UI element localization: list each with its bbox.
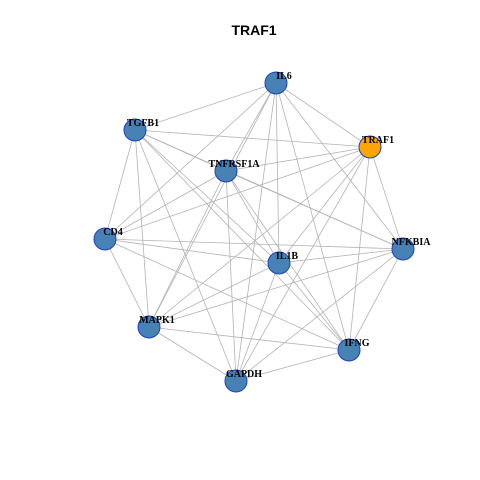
edge-nfkbia-gapdh <box>235 248 404 382</box>
edge-cd4-il1b <box>104 238 280 264</box>
edge-ifng-gapdh <box>235 349 350 382</box>
edge-mapk1-ifng <box>148 326 350 351</box>
edge-traf1-gapdh <box>235 146 371 382</box>
edge-nfkbia-il1b <box>278 248 404 264</box>
edge-tgfb1-mapk1 <box>134 129 150 328</box>
edge-il6-tnfrsf1a <box>225 82 277 172</box>
edge-tgfb1-cd4 <box>104 129 136 240</box>
edge-tgfb1-gapdh <box>134 129 237 382</box>
node-traf1 <box>358 135 382 159</box>
node-label-traf1: TRAF1 <box>362 135 394 146</box>
edge-il6-tgfb1 <box>134 82 277 131</box>
edge-traf1-il1b <box>278 146 371 264</box>
node-gapdh <box>224 369 248 393</box>
node-nfkbia <box>391 237 415 261</box>
edge-traf1-tnfrsf1a <box>225 146 371 172</box>
node-il6 <box>264 71 288 95</box>
edge-tnfrsf1a-cd4 <box>104 170 227 240</box>
edge-il6-mapk1 <box>148 82 277 328</box>
edge-tnfrsf1a-il1b <box>225 170 280 264</box>
node-label-ifng: IFNG <box>345 338 370 349</box>
diagram-title: TRAF1 <box>231 22 276 38</box>
node-label-nfkbia: NFKBIA <box>392 237 432 248</box>
edge-il6-il1b <box>275 82 280 264</box>
edge-tgfb1-traf1 <box>134 129 371 148</box>
edge-traf1-ifng <box>348 146 371 351</box>
edge-il1b-mapk1 <box>148 262 280 328</box>
edge-tnfrsf1a-nfkbia <box>225 170 404 250</box>
edge-il1b-ifng <box>278 262 350 351</box>
edge-il6-cd4 <box>104 82 277 240</box>
node-tgfb1 <box>123 118 147 142</box>
edge-traf1-nfkbia <box>369 146 404 250</box>
edge-il6-ifng <box>275 82 350 351</box>
node-layer <box>93 71 415 393</box>
node-label-cd4: CD4 <box>103 227 122 238</box>
node-label-mapk1: MAPK1 <box>139 315 175 326</box>
edge-tnfrsf1a-mapk1 <box>148 170 227 328</box>
node-ifng <box>337 338 361 362</box>
node-mapk1 <box>137 315 161 339</box>
edge-tnfrsf1a-gapdh <box>225 170 237 382</box>
edge-il6-traf1 <box>275 82 371 148</box>
edge-traf1-mapk1 <box>148 146 371 328</box>
edge-layer <box>104 82 404 382</box>
node-label-tnfrsf1a: TNFRSF1A <box>208 159 260 170</box>
edge-cd4-mapk1 <box>104 238 150 328</box>
edge-cd4-nfkbia <box>104 238 404 250</box>
node-il1b <box>267 251 291 275</box>
edge-il1b-gapdh <box>235 262 280 382</box>
node-cd4 <box>93 227 117 251</box>
edge-tgfb1-il1b <box>134 129 280 264</box>
node-label-il6: IL6 <box>276 71 292 82</box>
node-label-il1b: IL1B <box>276 251 299 262</box>
edge-mapk1-gapdh <box>148 326 237 382</box>
edge-nfkbia-mapk1 <box>148 248 404 328</box>
node-label-tgfb1: TGFB1 <box>127 118 159 129</box>
node-label-gapdh: GAPDH <box>226 369 262 380</box>
edge-il6-gapdh <box>235 82 277 382</box>
edge-cd4-ifng <box>104 238 350 351</box>
edge-tgfb1-ifng <box>134 129 350 351</box>
edge-il6-nfkbia <box>275 82 404 250</box>
edge-traf1-cd4 <box>104 146 371 240</box>
node-tnfrsf1a <box>214 159 238 183</box>
edge-nfkbia-ifng <box>348 248 404 351</box>
